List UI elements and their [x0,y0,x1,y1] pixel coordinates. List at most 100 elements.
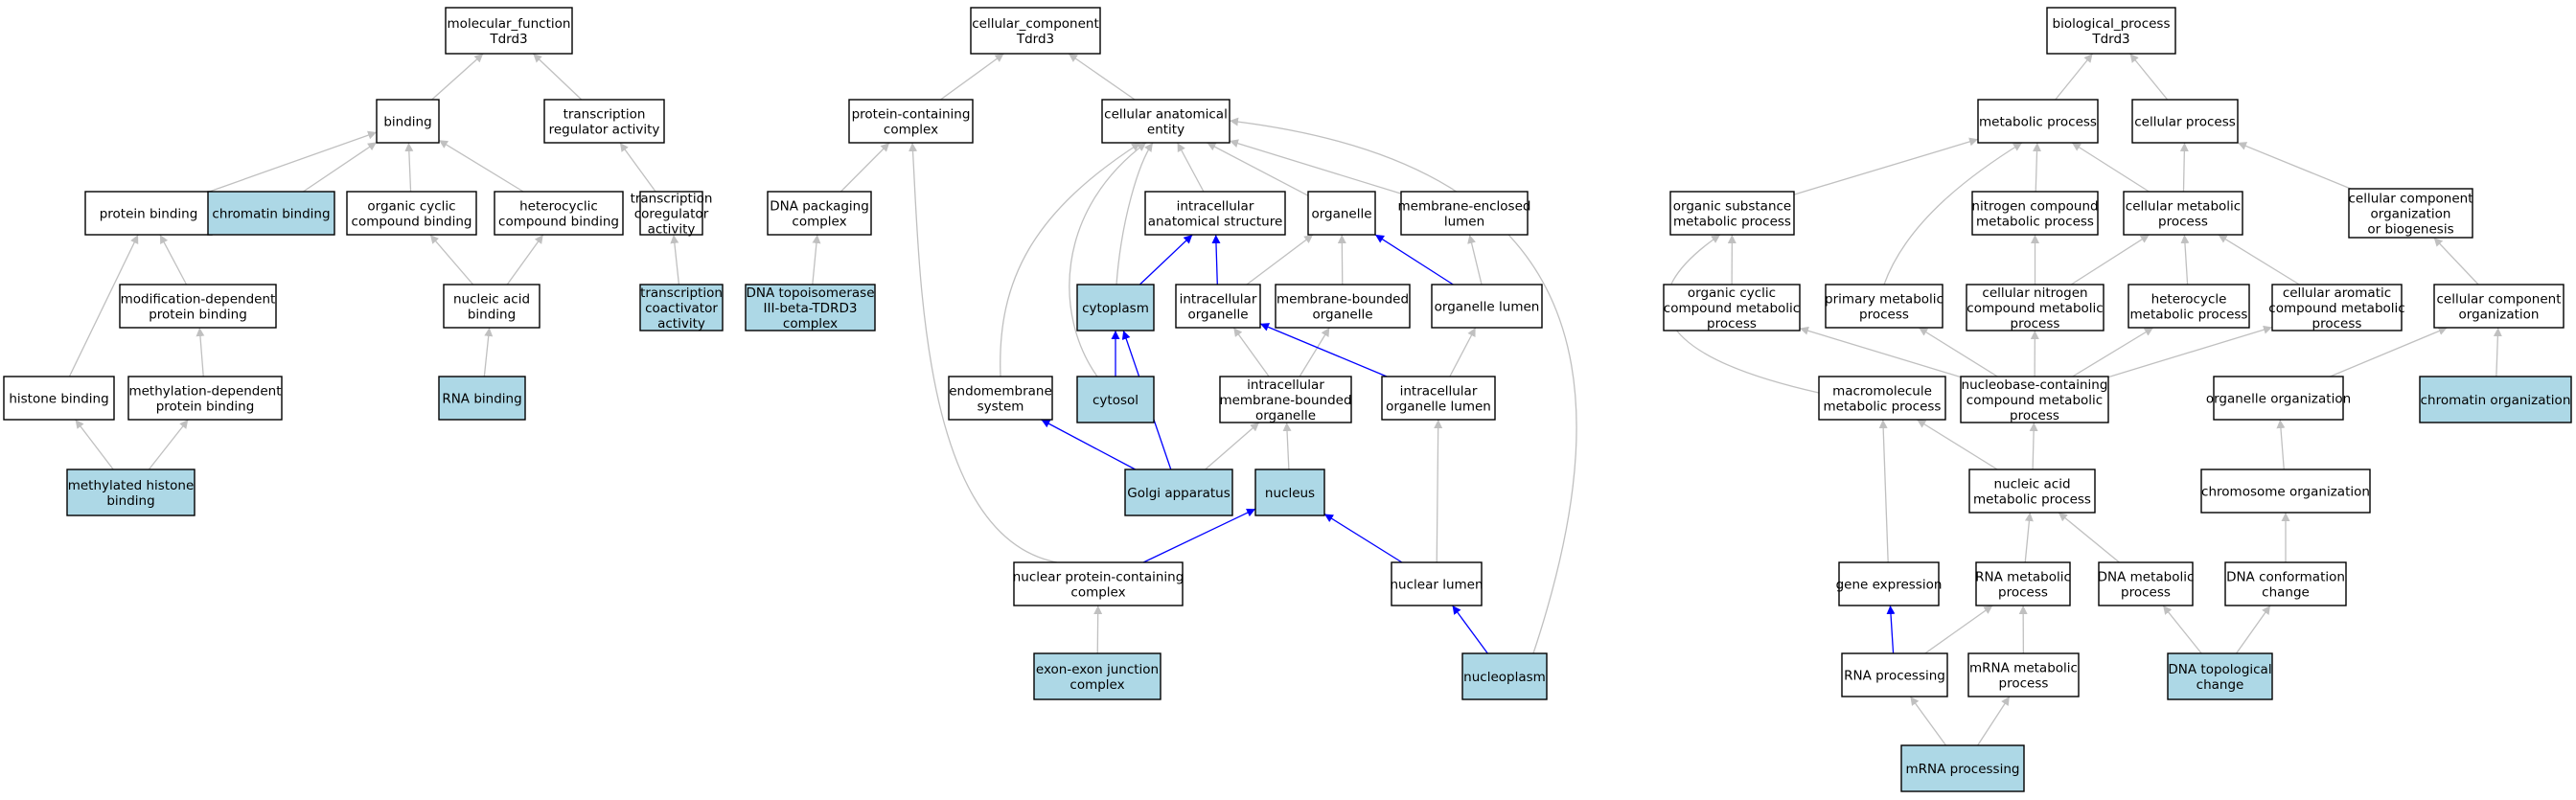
node-label-line: cellular nitrogen [1982,286,2087,301]
node-binding[interactable]: binding [376,99,440,144]
node-gene-expr[interactable]: gene expression [1836,561,1943,606]
node-protein-binding[interactable]: protein binding [84,191,213,236]
node-organelle[interactable]: organelle [1307,191,1376,236]
edge-line [1138,234,1193,286]
node-label-line: regulator activity [549,123,660,138]
node-label-line: methylation-dependent [128,384,281,400]
node-box [1841,652,1948,697]
node-box [2419,376,2572,423]
node-label-line: compound metabolic [1966,393,2103,408]
node-chromatin-binding[interactable]: chromatin binding [207,191,335,236]
node-box [376,99,440,144]
node-box [2224,561,2347,606]
node-label-line: binding [106,493,154,509]
node-rna-proc[interactable]: RNA processing [1841,652,1948,697]
edge-line [1467,234,1483,286]
node-histone-binding[interactable]: histone binding [3,376,115,421]
node-box [1818,376,1946,421]
edge-line [619,142,656,193]
node-chromatin-org[interactable]: chromatin organization [2419,376,2572,423]
edge-meth_histone-to-histone_binding [75,419,114,470]
node-label-line: transcription [640,286,723,301]
node-label-line: complex [884,123,938,138]
node-cytosol[interactable]: cytosol [1076,376,1155,423]
node-label-line: heterocycle [2151,292,2227,308]
node-nuc-lumen[interactable]: nuclear lumen [1390,561,1484,606]
node-box [1101,99,1230,144]
node-label-line: organization [2371,207,2451,222]
node-label-line: intracellular [1177,199,1254,215]
edge-golgi-to-endomem [1041,419,1136,470]
node-box [207,191,335,236]
node-organelle-org[interactable]: organelle organization [2206,376,2351,421]
node-box [1960,376,2109,423]
node-label-line: organelle [1312,308,1372,323]
node-cellular-proc[interactable]: cellular process [2131,99,2239,144]
node-label-line: compound binding [498,215,619,230]
node-golgi[interactable]: Golgi apparatus [1124,469,1233,516]
edge-line [1282,422,1292,470]
node-nucleus[interactable]: nucleus [1254,469,1325,516]
node-nucleoplasm[interactable]: nucleoplasm [1461,652,1548,700]
edge-line [1069,142,1147,377]
node-chromosome-org[interactable]: chromosome organization [2200,469,2371,514]
edge-meth_dep-to-mod_dep [196,327,205,377]
node-box [1461,652,1548,700]
node-mrna-proc[interactable]: mRNA processing [1900,744,2025,792]
node-label-line: methylated histone [68,478,195,493]
node-rna-binding[interactable]: RNA binding [438,376,526,421]
node-cytoplasm[interactable]: cytoplasm [1076,284,1155,331]
edge-line [75,419,114,470]
node-label-line: nucleus [1265,486,1315,501]
node-box [970,7,1101,55]
node-metabolic[interactable]: metabolic process [1977,99,2099,144]
edge-nucleobase_met-to-primary_met [1918,327,1998,377]
node-org-lumen[interactable]: organelle lumen [1431,284,1543,329]
node-label-line: metabolic process [1973,492,2091,508]
edge-line [1323,513,1403,563]
